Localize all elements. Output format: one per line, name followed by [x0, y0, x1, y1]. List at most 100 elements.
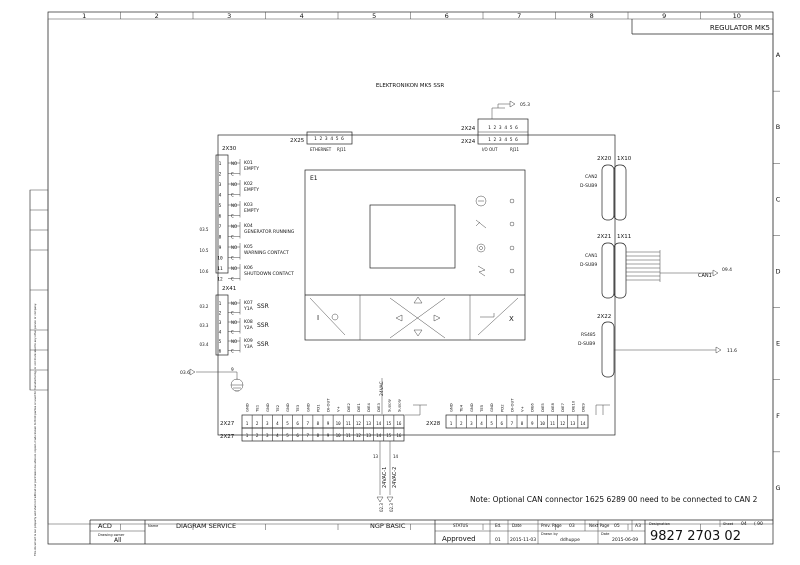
terminal-signal: PD1 [315, 404, 320, 412]
io-out-label-top: 2X24 [461, 126, 476, 132]
column-label: 9 [662, 12, 666, 20]
x20-connector: 2X20 1X10 CAN2 D-SUB9 [580, 156, 632, 221]
column-label: 2 [155, 12, 159, 20]
x28-label: 2X28 [426, 421, 441, 427]
terminal-pin-lower: 16 [396, 433, 402, 438]
relay-no: NO [231, 203, 237, 208]
binding-margin [29, 189, 49, 391]
tb-sheet-label: Sheet [723, 522, 734, 526]
x27-label: 2X27 [220, 421, 235, 427]
io-out-rj: RJ11 [510, 147, 520, 152]
tb-drawn-by-label: Drawn by [541, 532, 558, 536]
x30-relay-block: 2X30 12NOCK01EMPTY34NOCK02EMPTY56NOCK03E… [200, 146, 295, 283]
terminal-signal: TE1 [255, 404, 260, 413]
terminal-signal: DIE8 [550, 403, 555, 412]
terminal-signal: TE3 [295, 404, 300, 413]
x41-ground-pin: 9 [231, 367, 234, 373]
display-module: E1 I X [304, 169, 526, 341]
relay-pin: 5 [219, 339, 222, 345]
terminal-signal: DI-OUT [326, 398, 331, 412]
relay-name: K08 [244, 319, 253, 325]
relay-pin: 6 [219, 214, 222, 220]
terminal-pin: 4 [480, 421, 483, 426]
terminal-pin: 9 [531, 421, 534, 426]
tb-next-page: 05 [614, 523, 620, 529]
relay-no: NO [231, 301, 237, 306]
x21-line1: CAN1 [585, 253, 598, 259]
terminal-pin: 14 [376, 421, 382, 426]
tb-prev-page: 03 [569, 523, 575, 529]
terminal-pin: 7 [307, 421, 310, 426]
relay-name: K09 [244, 338, 253, 344]
terminal-pin: 2 [256, 421, 259, 426]
x28-terminal: 2X28 1GND2TE43GND4TE55GND6PD27DI-OUT8V+9… [426, 398, 610, 429]
tb-ed-label: Ed. [495, 523, 501, 528]
x30-label: 2X30 [222, 146, 237, 152]
relay-pin: 1 [219, 161, 222, 167]
terminal-signal: DIE2 [346, 403, 351, 412]
terminal-pin: 3 [470, 421, 473, 426]
relay-desc: WARNING CONTACT [244, 250, 289, 256]
terminal-pin: 5 [490, 421, 493, 426]
relay-name: K03 [244, 202, 253, 208]
x20-conn: 1X10 [617, 156, 632, 162]
terminal-pin: 14 [580, 421, 586, 426]
terminal-pin-lower: 1 [246, 433, 249, 438]
status-led-3-icon [509, 245, 515, 251]
header-title-box: REGULATOR MK5 [631, 19, 773, 35]
relay-name: K02 [244, 181, 253, 187]
relay-ref: 03.3 [200, 323, 209, 328]
terminal-pin-lower: 12 [356, 433, 362, 438]
terminal-pin-lower: 3 [266, 433, 269, 438]
relay-pin: 3 [219, 320, 222, 326]
relay-desc: Y1A [243, 306, 254, 312]
terminal-signal: PD2 [499, 404, 504, 412]
x22-connector: 2X22 RS485 D-SUB9 11.6 [578, 314, 737, 378]
relay-no: NO [231, 161, 237, 166]
relay-ref: 10.6 [200, 269, 209, 274]
x28-ground-icon [595, 404, 610, 415]
x20-label: 2X20 [597, 156, 612, 162]
relay-desc: EMPTY [244, 166, 259, 172]
x27-net16: 24VAC-2 [392, 467, 398, 488]
relay-name: K05 [244, 244, 253, 250]
inner-frame [47, 18, 774, 525]
terminal-pin: 4 [276, 421, 279, 426]
relay-pin: 4 [219, 330, 222, 336]
tb-drawing-owner: All [114, 537, 122, 544]
row-label: D [775, 268, 780, 276]
tb-date2-label: Date [601, 532, 609, 536]
io-out-label: 2X24 [461, 139, 476, 145]
terminal-signal: GND [449, 403, 454, 412]
relay-c: C [231, 235, 234, 240]
start-key-icon: I [317, 314, 319, 322]
tb-acd: ACD [98, 522, 112, 530]
io-out-caption: I/O OUT [482, 147, 498, 152]
tb-disclaimer: This document is our property and shall … [33, 303, 37, 556]
arrow-left-icon [395, 314, 403, 322]
io-out-pins: 1 2 3 4 5 6 [488, 137, 518, 143]
x27-wire15: 13 [373, 454, 379, 459]
relay-c: C [231, 277, 234, 282]
tb-designation: 9827 2703 02 [650, 529, 741, 544]
terminal-pin: 12 [356, 421, 362, 426]
row-label: E [776, 340, 780, 348]
relay-pin: 2 [219, 172, 222, 178]
terminal-pin: 7 [511, 421, 514, 426]
title-block: ACD Drawing owner All Name DIAGRAM SERVI… [33, 303, 773, 556]
x21-line2: D-SUB9 [580, 262, 597, 268]
tb-prev-page-label: Prev. Page [541, 523, 562, 528]
terminal-pin: 12 [560, 421, 566, 426]
relay-desc: EMPTY [244, 208, 259, 214]
tb-date-label: Date [512, 523, 522, 528]
relay-c: C [231, 214, 234, 219]
relay-c: C [231, 349, 234, 354]
tb-designation-label: Designation [649, 522, 670, 526]
terminal-signal: TE5 [479, 404, 484, 413]
tb-name: DIAGRAM SERVICE [176, 522, 236, 530]
warning-icon [476, 243, 486, 253]
relay-no: NO [231, 245, 237, 250]
module-outline [304, 169, 526, 341]
terminal-pin: 10 [540, 421, 546, 426]
